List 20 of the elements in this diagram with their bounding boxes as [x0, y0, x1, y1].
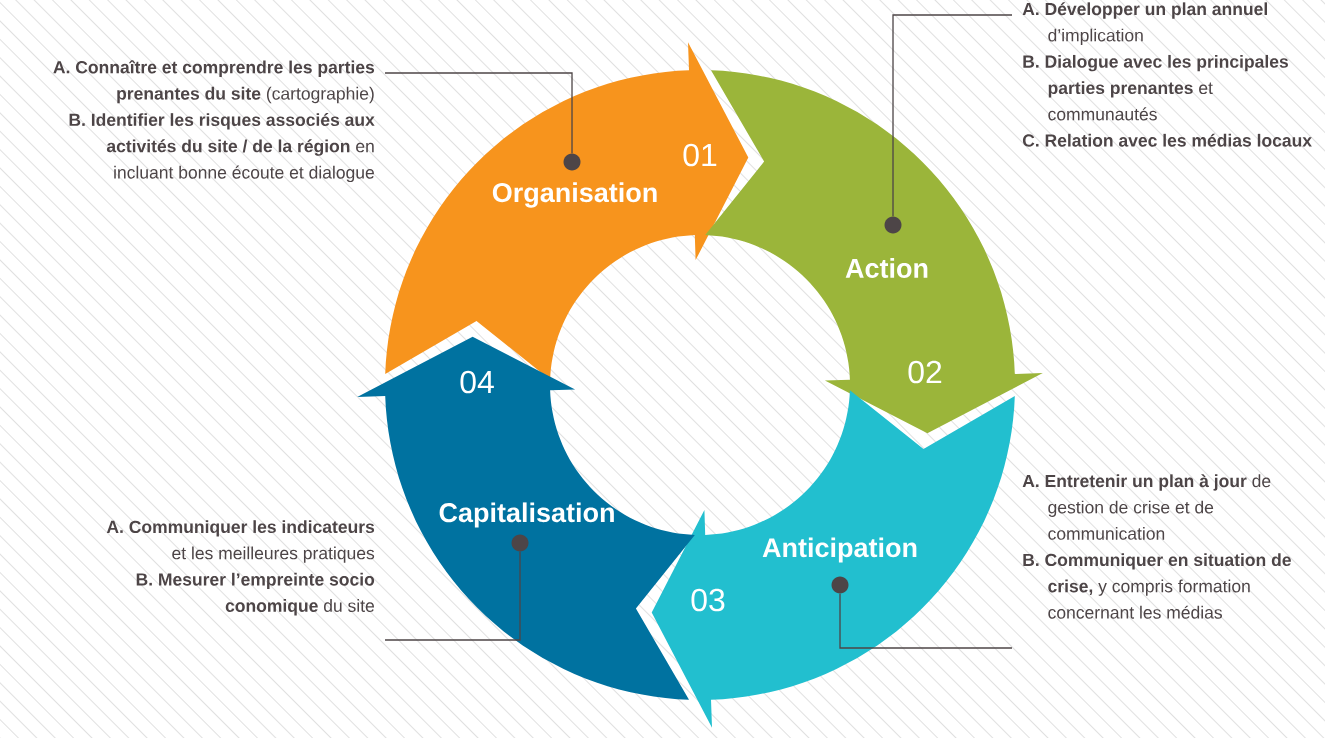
callout-text: A. Entretenir un plan à jour de gestion de crise et de communication B. Communiquer en situation de crise, y compris formation concernant les médias: [1022, 474, 1291, 619]
leader-line: [892, 14, 1013, 217]
stage-label: Organisation: [492, 182, 657, 208]
stage-label: Anticipation: [762, 537, 917, 563]
step-number: 01: [683, 143, 717, 167]
step-number: 02: [908, 360, 942, 384]
leader-line: [384, 72, 573, 154]
dot: [511, 534, 529, 552]
step-number: 04: [460, 370, 494, 394]
dot: [884, 216, 902, 234]
callout-text: A. Développer un plan annuel d’implication B. Dialogue avec les principales parties prenantes et communautés C. Relation avec les médias locaux: [1022, 2, 1312, 147]
stage-label: Capitalisation: [439, 502, 614, 528]
leader-line: [839, 593, 1013, 649]
callout-text: A. Communiquer les indicateurs et les meilleures pratiques B. Mesurer l’empreinte socio conomique du site: [106, 520, 375, 616]
callout-text: A. Connaître et comprendre les parties prenantes du site (cartographie) B. Identifier les risques associés aux activités du site / de la région en incluant bonne écoute et dialogue: [53, 60, 375, 183]
dot: [831, 576, 849, 594]
step-number: 03: [691, 588, 725, 612]
leader-line: [384, 551, 521, 641]
stage-label: Action: [845, 258, 928, 278]
dot: [563, 153, 581, 171]
